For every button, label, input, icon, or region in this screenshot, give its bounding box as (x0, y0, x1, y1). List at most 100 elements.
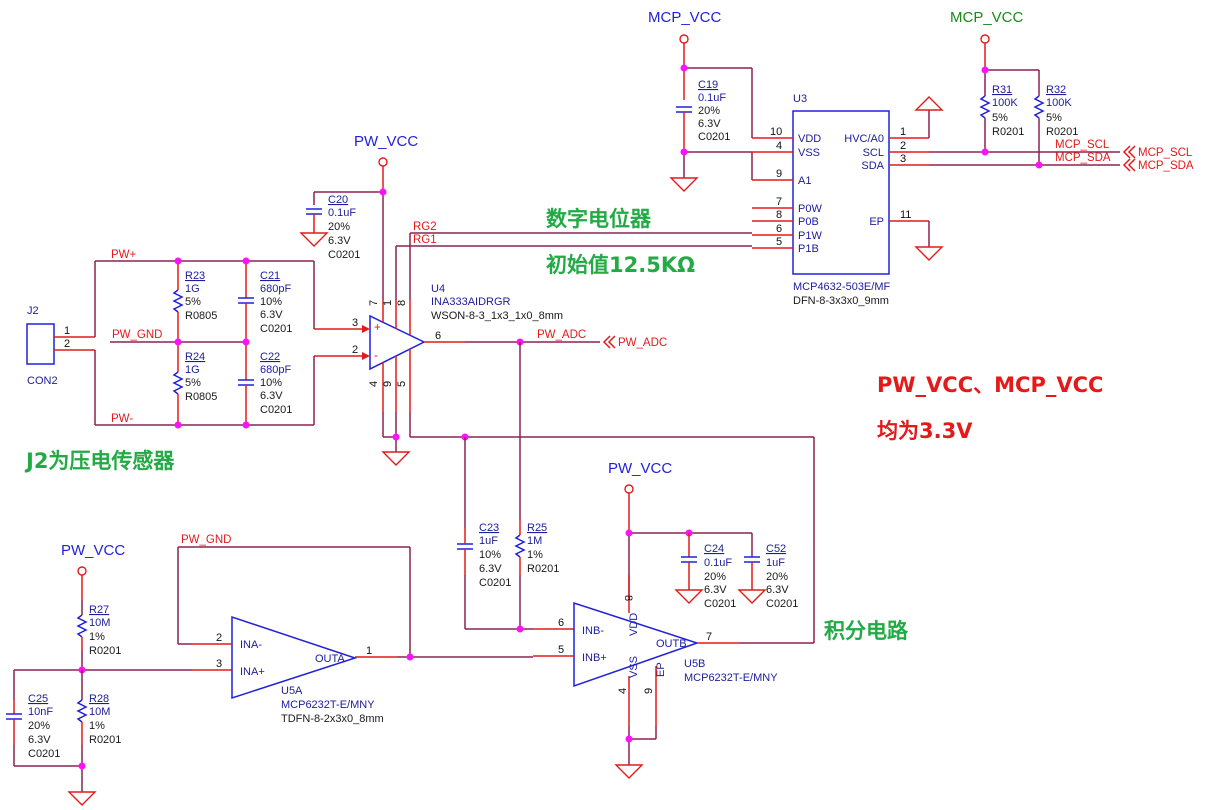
c25-ref: C25 (28, 693, 48, 705)
u4-minus-sign: - (374, 350, 378, 362)
u4-pin-num: 9 (382, 381, 394, 387)
j2-ref: J2 (27, 305, 39, 317)
ground-icon (299, 232, 329, 247)
c20-tol: 20% (328, 221, 350, 233)
r27-ref: R27 (89, 604, 109, 616)
u3-pin-num: 9 (776, 168, 782, 180)
mcp-vcc-label: MCP_VCC (950, 9, 1024, 26)
u3-pin-name: VSS (798, 147, 820, 159)
u3-ref: U3 (793, 93, 807, 105)
r28-ref: R28 (89, 693, 109, 705)
port-mcp-sda: MCP_SDA (1138, 160, 1194, 172)
u5b-pin-num: 5 (558, 644, 564, 656)
c23-volt: 6.3V (479, 563, 502, 575)
u5b-pin-name: INB+ (582, 652, 607, 664)
power-arrow-icon (914, 96, 944, 111)
net-label-rg1: RG1 (413, 234, 437, 246)
resistor-r28 (76, 699, 88, 723)
u3-pin-num: 7 (776, 196, 782, 208)
u5a-pin-num: 2 (216, 632, 222, 644)
u3-pin-name: HVC/A0 (844, 133, 884, 145)
u3-pin-num: 2 (900, 140, 906, 152)
u4-pin-num: 4 (368, 381, 380, 387)
note-integrator: 积分电路 (824, 619, 909, 643)
r23-value: 1G (185, 283, 200, 295)
u5b-pin-num: 6 (558, 617, 564, 629)
c25-tol: 20% (28, 720, 50, 732)
u4-pin-num: 3 (352, 317, 358, 329)
u5b-part: MCP6232T-E/MNY (684, 672, 778, 684)
port-mcp-scl: MCP_SCL (1138, 147, 1193, 159)
c19-ref: C19 (698, 79, 718, 91)
u5b-pin-num: 8 (622, 595, 634, 601)
c19-volt: 6.3V (698, 118, 721, 130)
u4-pkg: WSON-8-3_1x3_1x0_8mm (431, 310, 563, 322)
u3-pin-num: 11 (900, 209, 911, 221)
u4-pin-num: 8 (396, 300, 408, 306)
u5a-pin-name: INA+ (240, 666, 265, 678)
c24-tol: 20% (704, 571, 726, 583)
ground-icon (614, 764, 644, 779)
power-port-icon (679, 34, 689, 44)
j2-input-network: J2 CON2 1 2 PW+ PW_GND PW- R23 1G 5% R08… (26, 249, 315, 429)
r28-tol: 1% (89, 720, 105, 732)
connector-j2 (26, 323, 55, 365)
r31-value: 100K (992, 97, 1018, 109)
r28-value: 10M (89, 706, 110, 718)
c52-tol: 20% (766, 571, 788, 583)
u4-pin-num: 6 (435, 330, 441, 342)
net-label-rg2: RG2 (413, 221, 437, 233)
r23-ref: R23 (185, 270, 205, 282)
c52-ref: C52 (766, 543, 786, 555)
r23-pkg: R0805 (185, 310, 217, 322)
u3-pin-name: SCL (863, 147, 884, 159)
note-j2-sensor: J2为压电传感器 (24, 449, 175, 473)
ground-icon (67, 791, 97, 806)
net-label-pw-gnd: PW_GND (181, 534, 231, 546)
c21-ref: C21 (260, 270, 280, 282)
c23-value: 1uF (479, 535, 498, 547)
u4-pin-num: 7 (368, 300, 380, 306)
j2-pin-num: 1 (64, 325, 70, 337)
j2-pin-num: 2 (64, 338, 70, 350)
r25-value: 1M (527, 535, 542, 547)
port-arrow-icon (1122, 158, 1131, 172)
u4-part: INA333AIDRGR (431, 296, 511, 308)
c22-value: 680pF (260, 364, 291, 376)
ground-icon (381, 451, 411, 466)
r25-pkg: R0201 (527, 563, 559, 575)
net-label-pw-adc: PW_ADC (537, 329, 586, 341)
pw-vcc-label: PW_VCC (61, 542, 125, 559)
c24-ref: C24 (704, 543, 724, 555)
u3-pin-name: VDD (798, 133, 821, 145)
c23-pkg: C0201 (479, 577, 511, 589)
u3-pin-name: SDA (861, 160, 884, 172)
r31-pkg: R0201 (992, 126, 1024, 138)
u5a-ref: U5A (281, 685, 303, 697)
power-port-icon (378, 157, 388, 167)
j2-value: CON2 (27, 375, 58, 387)
net-label-pw-minus: PW- (111, 413, 133, 425)
net-label-pw-plus: PW+ (111, 249, 137, 261)
u5b-pin-name: INB- (582, 625, 604, 637)
u3-part: MCP4632-503E/MF (793, 281, 890, 293)
r32-pkg: R0201 (1046, 126, 1078, 138)
u3-pkg: DFN-8-3x3x0_9mm (793, 295, 889, 307)
u3-pin-name: EP (869, 216, 884, 228)
c52-value: 1uF (766, 557, 785, 569)
c19-pkg: C0201 (698, 131, 730, 143)
net-label-mcp-scl: MCP_SCL (1055, 139, 1110, 151)
u3-pin-name: P1W (798, 230, 822, 242)
c25-volt: 6.3V (28, 734, 51, 746)
u4-plus-sign: + (374, 322, 381, 334)
u5a-pkg: TDFN-8-2x3x0_8mm (281, 713, 384, 725)
u5b-amplifier (573, 601, 700, 688)
u3-section: MCP_VCC C19 0.1uF 20% 6.3V C0201 U3 MCP4… (648, 9, 1120, 307)
r25-tol: 1% (527, 549, 543, 561)
ground-icon (737, 589, 767, 604)
c21-pkg: C0201 (260, 323, 292, 335)
resistor-r23 (172, 289, 184, 313)
c23-ref: C23 (479, 522, 499, 534)
port-pw-adc: PW_ADC (618, 337, 667, 349)
